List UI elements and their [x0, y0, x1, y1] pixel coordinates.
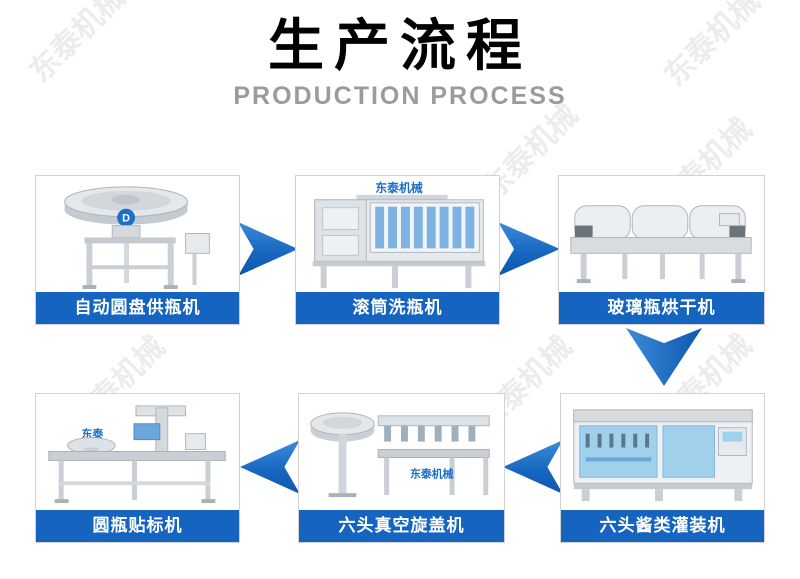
brand-text: 东泰机械: [410, 466, 454, 480]
flow-arrow-left-1: [503, 440, 563, 494]
six-head-sauce-filler-image: [561, 394, 764, 510]
drum-bottle-washer-illustration: 东泰机械: [312, 181, 486, 289]
glass-bottle-dryer-illustration: [570, 205, 752, 284]
glass-bottle-dryer-image: [559, 176, 764, 292]
page-title: 生产流程: [268, 14, 532, 79]
six-head-vacuum-capper-illustration: 东泰机械: [310, 412, 490, 498]
brand-text: 东泰机械: [375, 181, 423, 195]
six-head-vacuum-capper-image: 东泰机械: [299, 394, 504, 510]
rotary-disc-bottle-feeder-image: D: [36, 176, 239, 292]
step-card-3: 玻璃瓶烘干机: [558, 175, 765, 325]
flow-arrow-down: [626, 328, 702, 386]
step-label: 玻璃瓶烘干机: [559, 292, 764, 324]
flow-arrow-left-2: [240, 440, 300, 494]
step-label: 六头真空旋盖机: [299, 510, 504, 542]
round-bottle-labeler-image: 东泰: [36, 394, 239, 510]
six-head-sauce-filler-illustration: [573, 409, 753, 502]
header: 生产流程 PRODUCTION PROCESS: [0, 16, 800, 111]
step-card-2: 东泰机械 滚筒洗瓶机: [295, 175, 500, 325]
step-card-6: 六头酱类灌装机: [560, 393, 765, 543]
round-bottle-labeler-illustration: 东泰: [48, 405, 226, 504]
step-label: 自动圆盘供瓶机: [36, 292, 239, 324]
step-card-1: D 自动圆盘供瓶机: [35, 175, 240, 325]
drum-bottle-washer-image: 东泰机械: [296, 176, 499, 292]
step-label: 六头酱类灌装机: [561, 510, 764, 542]
flow-arrow-right-1: [238, 222, 298, 276]
step-label: 滚筒洗瓶机: [296, 292, 499, 324]
rotary-disc-bottle-feeder-illustration: D: [64, 186, 210, 290]
brand-short-text: 东泰: [81, 427, 104, 441]
flow-arrow-right-2: [498, 222, 560, 276]
step-label: 圆瓶贴标机: [36, 510, 239, 542]
page-subtitle: PRODUCTION PROCESS: [233, 82, 567, 110]
feeder-logo-letter: D: [122, 213, 130, 225]
step-card-5: 东泰机械 六头真空旋盖机: [298, 393, 505, 543]
step-card-4: 东泰 圆瓶贴标机: [35, 393, 240, 543]
